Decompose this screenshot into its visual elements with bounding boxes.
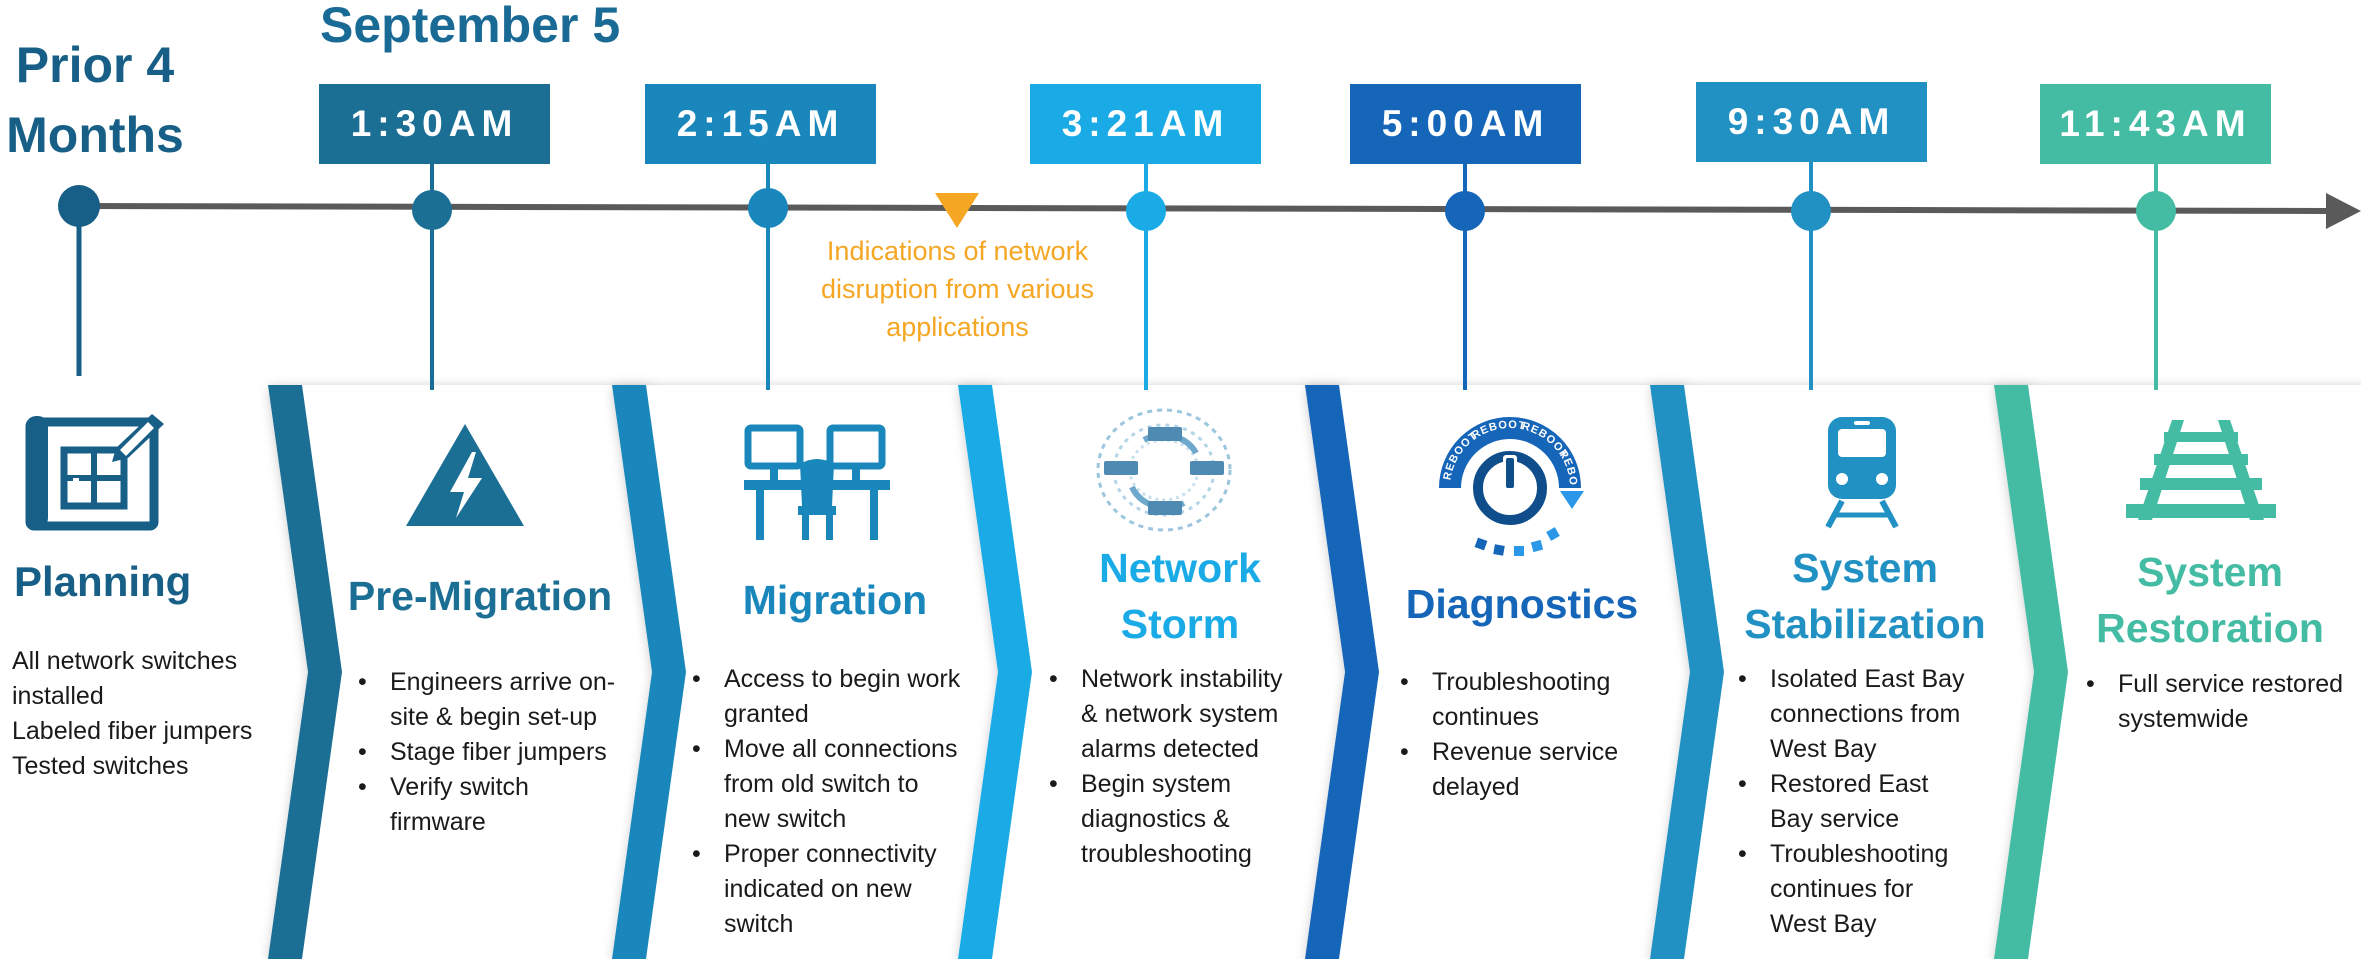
time-box-2: 2:15AM: [645, 84, 876, 164]
stage-title-line: Storm: [1120, 601, 1240, 647]
network-storm-icon: [1096, 408, 1232, 532]
train-icon: [1825, 417, 1899, 529]
bullet-item: Engineers arrive on-site & begin set-up: [350, 665, 650, 735]
planning-line: Labeled fiber jumpers: [12, 717, 253, 745]
stage-title-system-restoration: System Restoration: [2060, 544, 2360, 656]
prior-months-line-1: Prior 4: [15, 37, 175, 93]
stage-title-line: System: [2137, 549, 2283, 595]
stage-title-line: System: [1792, 545, 1938, 591]
stage-bullets-pre-migration: Engineers arrive on-site & begin set-up …: [350, 665, 650, 840]
stage-marker: [412, 190, 452, 230]
stage-marker: [2136, 191, 2176, 231]
time-box-6: 11:43AM: [2040, 84, 2271, 164]
stage-title-line: Pre-Migration: [347, 573, 613, 619]
stage-title-line: Restoration: [2096, 605, 2324, 651]
stage-title-pre-migration: Pre-Migration: [330, 568, 630, 624]
reboot-power-icon: REBOOT REBOOT REBOOT REBOOT: [1432, 413, 1584, 556]
workstations-icon: [744, 424, 890, 540]
planning-marker: [58, 185, 100, 227]
stage-title-diagnostics: Diagnostics: [1372, 576, 1672, 632]
planning-details: All network switches installed Labeled f…: [12, 644, 252, 784]
timeline-axis: [77, 193, 2361, 229]
timeline-markers: [58, 162, 2176, 390]
stage-marker: [748, 188, 788, 228]
timeline-axis-line: [77, 203, 2329, 214]
annotation-line-2: disruption from various: [820, 274, 1095, 304]
timeline-arrowhead: [2326, 193, 2361, 229]
disruption-annotation: Indications of network disruption from v…: [770, 232, 1145, 346]
railroad-track-icon: [2126, 420, 2276, 520]
time-box-5: 9:30AM: [1696, 82, 1927, 162]
chevron-panel-band: [1994, 385, 2068, 959]
stage-title-line: Network: [1099, 545, 1261, 591]
time-box-3: 3:21AM: [1030, 84, 1261, 164]
stage-marker: [1445, 191, 1485, 231]
chevron-panel-band: [1305, 385, 1379, 959]
time-box-1: 1:30AM: [319, 84, 550, 164]
planning-line: Tested switches: [12, 752, 189, 780]
blueprint-icon: [25, 414, 164, 531]
time-box-4: 5:00AM: [1350, 84, 1581, 164]
bullet-item: Stage fiber jumpers: [350, 735, 650, 770]
planning-line: All network switches: [12, 647, 238, 675]
stage-bullets-network-storm: Network instability& network systemalarm…: [1041, 662, 1341, 872]
stage-title-line: Diagnostics: [1405, 581, 1639, 627]
stage-title-system-stabilization: System Stabilization: [1715, 540, 2015, 652]
annotation-line-1: Indications of network: [826, 236, 1089, 266]
planning-line: installed: [12, 682, 104, 710]
prior-months-heading: Prior 4 Months: [0, 30, 190, 170]
stage-title-line: Migration: [742, 577, 928, 623]
chevron-panel-band: [612, 385, 686, 959]
annotation-line-3: applications: [886, 312, 1029, 342]
chevron-panel-band: [268, 385, 342, 959]
high-voltage-icon: [406, 424, 524, 526]
stage-marker: [1791, 191, 1831, 231]
date-heading: September 5: [320, 0, 621, 53]
stage-title-network-storm: Network Storm: [1030, 540, 1330, 652]
planning-title: Planning: [14, 558, 192, 605]
prior-months-line-2: Months: [6, 107, 184, 163]
stage-marker: [1126, 191, 1166, 231]
disruption-marker: [935, 193, 979, 228]
chevron-panel-band: [1650, 385, 1724, 959]
bullet-item: Network instability& network systemalarm…: [1041, 662, 1341, 767]
stage-title-migration: Migration: [685, 572, 985, 628]
stage-title-line: Stabilization: [1744, 601, 1986, 647]
